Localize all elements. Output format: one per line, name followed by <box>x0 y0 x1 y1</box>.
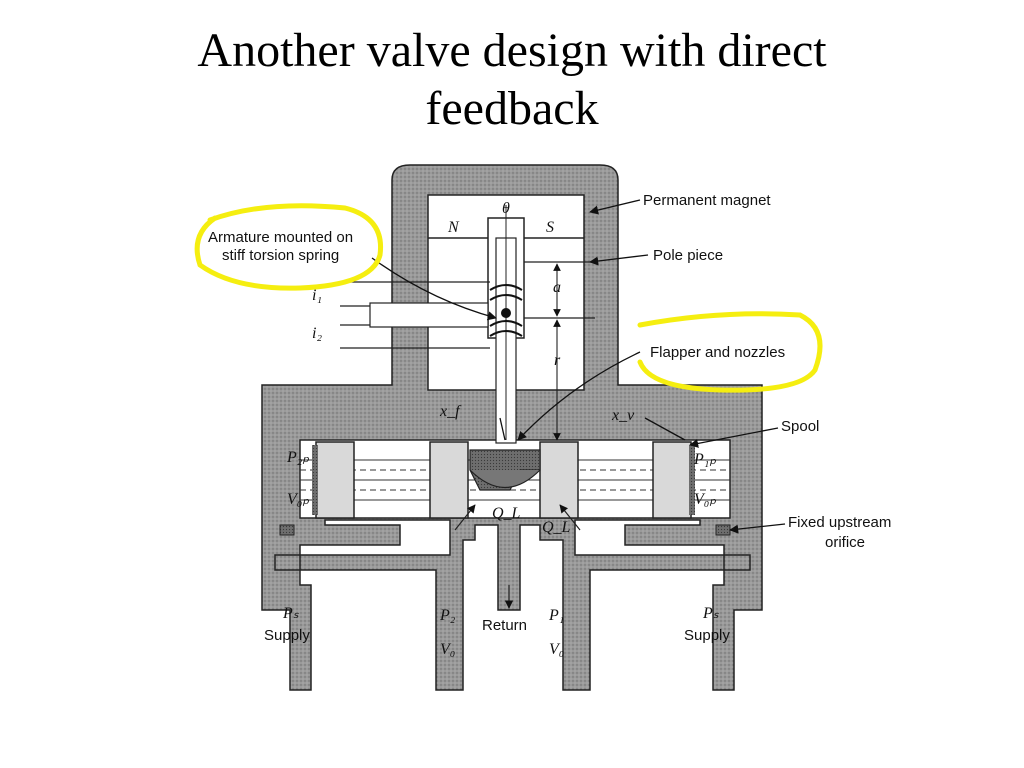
symbol-ql-right: Q_L <box>542 519 571 536</box>
label-supply-left: Supply <box>264 627 310 644</box>
symbol-v0p-right: V₀ₚ <box>694 491 716 508</box>
title-line-2: feedback <box>425 82 599 135</box>
symbol-north: N <box>447 219 460 236</box>
symbol-p2p: P₂ₚ <box>286 449 309 466</box>
symbol-v0p-left: V₀ₚ <box>287 491 309 508</box>
label-armature-line2: stiff torsion spring <box>222 247 339 264</box>
highlight-marks <box>194 203 823 393</box>
symbol-a: a <box>553 279 561 296</box>
symbol-r: r <box>554 352 561 369</box>
symbol-p1p: P₁ₚ <box>693 451 716 468</box>
symbol-v0-right: V₀ <box>549 641 564 658</box>
symbol-theta: θ <box>502 200 510 217</box>
label-permanent-magnet: Permanent magnet <box>643 192 771 209</box>
symbol-v0-left: V₀ <box>440 641 455 658</box>
symbol-i1: i₁ <box>312 287 322 304</box>
flapper-highlight <box>637 311 823 393</box>
flow-arrows <box>454 504 581 609</box>
flapper-nozzle-block <box>469 449 541 491</box>
slide-title: Another valve design with direct feedbac… <box>0 22 1024 138</box>
fixed-orifices <box>279 524 731 536</box>
symbol-ps-left: Pₛ <box>282 605 300 622</box>
symbol-ql-left: Q_L <box>492 505 521 522</box>
label-armature-line1: Armature mounted on <box>208 229 353 246</box>
callout-labels: Permanent magnet Pole piece Armature mou… <box>208 192 891 644</box>
symbol-south: S <box>546 219 554 236</box>
label-pole-piece: Pole piece <box>653 247 723 264</box>
label-spool: Spool <box>781 418 819 435</box>
armature-highlight <box>194 203 384 291</box>
label-fixed-orifice-line2: orifice <box>825 534 865 551</box>
label-flapper: Flapper and nozzles <box>650 344 785 361</box>
label-supply-right: Supply <box>684 627 730 644</box>
title-line-1: Another valve design with direct <box>197 24 827 77</box>
symbol-ps-right: Pₛ <box>702 605 720 622</box>
symbol-i2: i₂ <box>312 325 322 342</box>
coil-leads <box>340 261 595 349</box>
symbol-xv: x_v <box>611 407 635 424</box>
spool-lands <box>312 441 695 519</box>
callout-leaders <box>371 199 786 534</box>
symbol-p2: P₂ <box>439 607 456 624</box>
label-fixed-orifice-line1: Fixed upstream <box>788 514 891 531</box>
label-return: Return <box>482 617 527 634</box>
symbol-labels: θ N S i₁ i₂ a r x_f x_v P₂ₚ V₀ₚ P₁ₚ V₀ₚ … <box>282 200 720 658</box>
symbol-p1: P₁ <box>548 607 564 624</box>
symbol-xf: x_f <box>439 403 462 420</box>
